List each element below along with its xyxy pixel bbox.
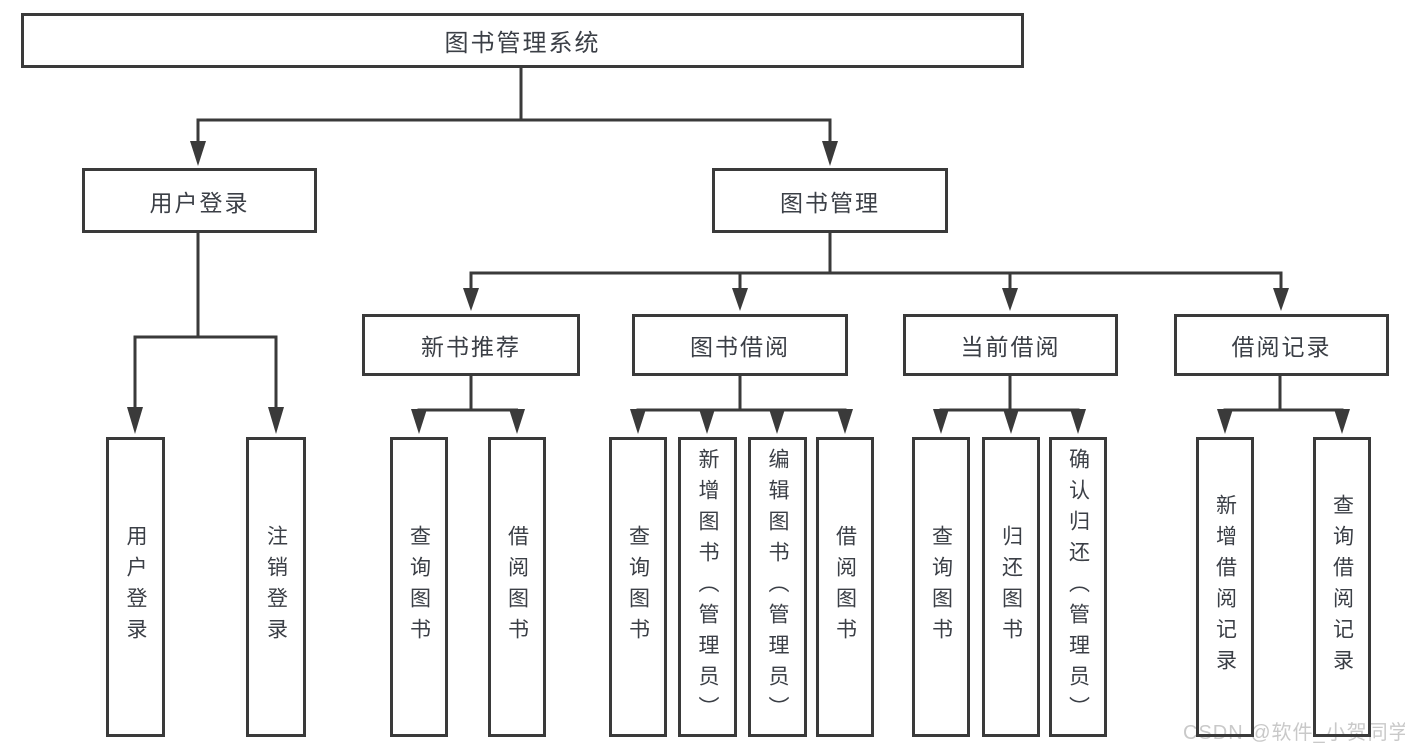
leaf-borrow-edit-books-admin: 编辑图书（管理员） bbox=[748, 437, 807, 737]
arrow-down-icon bbox=[630, 409, 646, 434]
arrow-down-icon bbox=[1273, 288, 1289, 311]
leaf-label: 查询借阅记录 bbox=[1330, 494, 1354, 680]
arrow-down-icon bbox=[933, 409, 949, 434]
arrow-down-icon bbox=[463, 288, 479, 311]
arrow-down-icon bbox=[268, 407, 284, 434]
arrow-down-icon bbox=[1002, 288, 1018, 311]
leaf-current-return-books: 归还图书 bbox=[982, 437, 1040, 737]
leaf-label: 编辑图书（管理员） bbox=[766, 447, 789, 727]
leaf-borrow-add-books-admin: 新增图书（管理员） bbox=[678, 437, 737, 737]
node-book-borrow: 图书借阅 bbox=[632, 314, 848, 376]
arrow-down-icon bbox=[1003, 409, 1019, 434]
arrow-down-icon bbox=[1334, 409, 1350, 434]
arrow-down-icon bbox=[822, 141, 838, 166]
leaf-newrec-query-books: 查询图书 bbox=[390, 437, 448, 737]
arrow-down-icon bbox=[837, 409, 853, 434]
arrow-down-icon bbox=[1070, 409, 1086, 434]
arrow-down-icon bbox=[190, 141, 206, 166]
leaf-label: 新增图书（管理员） bbox=[696, 447, 719, 727]
leaf-borrow-borrow-books: 借阅图书 bbox=[816, 437, 874, 737]
leaf-logout-login: 注销登录 bbox=[246, 437, 306, 737]
arrow-down-icon bbox=[769, 409, 785, 434]
leaf-user-login: 用户登录 bbox=[106, 437, 165, 737]
arrow-down-icon bbox=[509, 409, 525, 434]
arrow-down-icon bbox=[699, 409, 715, 434]
leaf-label: 查询图书 bbox=[929, 525, 953, 649]
node-book-management: 图书管理 bbox=[712, 168, 948, 233]
leaf-label: 借阅图书 bbox=[833, 525, 857, 649]
leaf-current-confirm-return-admin: 确认归还（管理员） bbox=[1049, 437, 1107, 737]
arrow-down-icon bbox=[127, 407, 143, 434]
leaf-current-query-books: 查询图书 bbox=[912, 437, 970, 737]
leaf-records-add-record: 新增借阅记录 bbox=[1196, 437, 1254, 737]
node-new-book-recommend: 新书推荐 bbox=[362, 314, 580, 376]
arrow-down-icon bbox=[1217, 409, 1233, 434]
node-root: 图书管理系统 bbox=[21, 13, 1024, 68]
arrow-down-icon bbox=[411, 409, 427, 434]
node-borrow-records: 借阅记录 bbox=[1174, 314, 1389, 376]
leaf-label: 借阅图书 bbox=[505, 525, 529, 649]
arrow-down-icon bbox=[732, 288, 748, 311]
leaf-label: 确认归还（管理员） bbox=[1066, 447, 1090, 727]
leaf-records-query-record: 查询借阅记录 bbox=[1313, 437, 1371, 737]
leaf-label: 新增借阅记录 bbox=[1213, 494, 1237, 680]
leaf-label: 注销登录 bbox=[264, 525, 288, 649]
leaf-borrow-query-books: 查询图书 bbox=[609, 437, 667, 737]
node-user-login: 用户登录 bbox=[82, 168, 317, 233]
leaf-label: 用户登录 bbox=[124, 525, 147, 649]
node-current-borrow: 当前借阅 bbox=[903, 314, 1118, 376]
csdn-watermark: CSDN @软件_小贺同学 bbox=[1183, 722, 1405, 744]
leaf-label: 查询图书 bbox=[407, 525, 431, 649]
leaf-newrec-borrow-books: 借阅图书 bbox=[488, 437, 546, 737]
leaf-label: 归还图书 bbox=[999, 525, 1023, 649]
leaf-label: 查询图书 bbox=[626, 525, 650, 649]
